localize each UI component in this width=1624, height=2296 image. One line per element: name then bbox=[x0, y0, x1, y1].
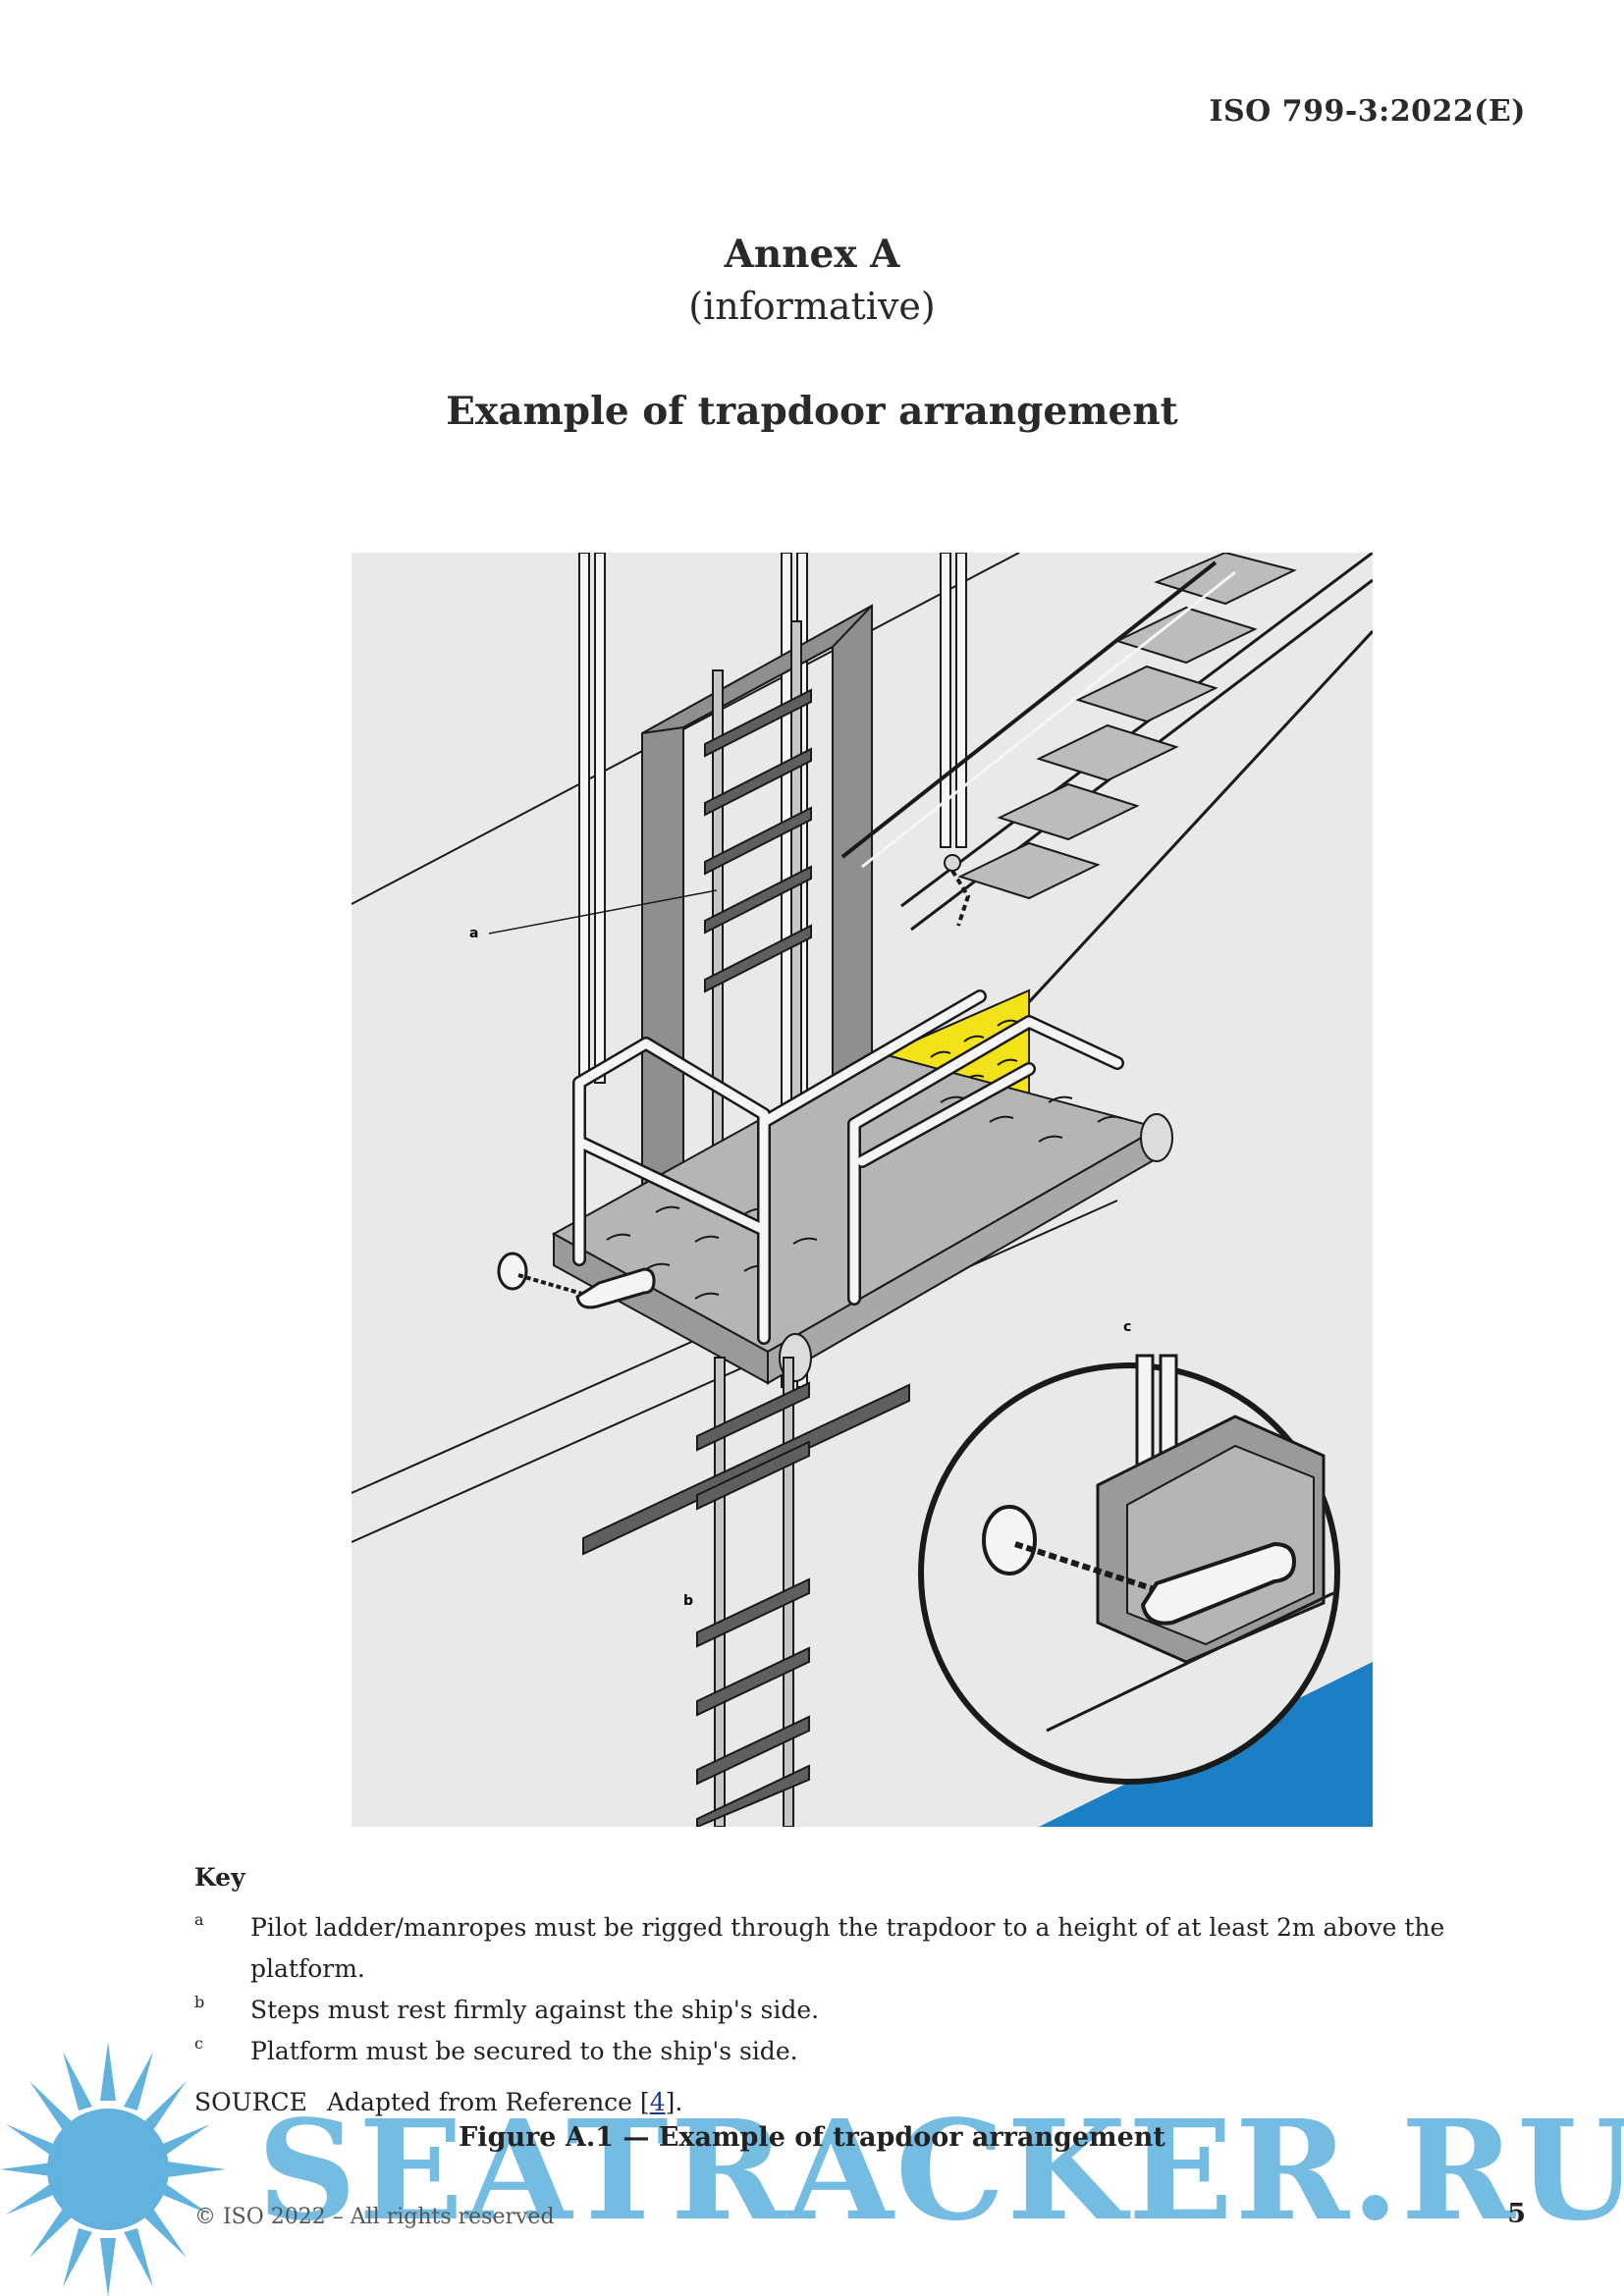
key-text: Platform must be secured to the ship's s… bbox=[250, 2037, 798, 2065]
annex-heading: Example of trapdoor arrangement bbox=[446, 389, 1178, 434]
document-id: ISO 799-3:2022(E) bbox=[1209, 94, 1526, 129]
trapdoor-illustration: a b c bbox=[352, 553, 1373, 1827]
key-letter: b bbox=[194, 1993, 205, 2011]
annex-subtitle: (informative) bbox=[688, 285, 936, 328]
detail-inset bbox=[918, 1354, 1340, 1785]
hull-line-top bbox=[352, 553, 1020, 905]
key-letter: c bbox=[194, 2034, 203, 2053]
figure-key: Key a Pilot ladder/manropes must be rigg… bbox=[194, 1863, 1520, 2116]
callout-a-label: a bbox=[469, 926, 478, 941]
callout-c-label: c bbox=[1123, 1319, 1131, 1335]
reference-link[interactable]: 4 bbox=[649, 2088, 666, 2116]
watermark-text: SEATRACKER.RU bbox=[257, 2091, 1624, 2252]
source-line: SOURCE Adapted from Reference [4]. bbox=[194, 2088, 1520, 2116]
hull-line-low bbox=[352, 1200, 1118, 1543]
key-item-a: a Pilot ladder/manropes must be rigged t… bbox=[194, 1907, 1520, 1990]
annex-title: Annex A bbox=[724, 232, 900, 277]
annex-header: Annex A (informative) Example of trapdoo… bbox=[0, 232, 1624, 434]
key-title: Key bbox=[194, 1863, 245, 1892]
key-text: Steps must rest firmly against the ship'… bbox=[250, 1996, 820, 2024]
key-item-c: c Platform must be secured to the ship's… bbox=[194, 2031, 1520, 2072]
source-label: SOURCE bbox=[194, 2088, 307, 2116]
copyright-footer: © ISO 2022 – All rights reserved bbox=[194, 2205, 555, 2229]
trapdoor-drawing: a b c bbox=[352, 553, 1373, 1827]
upper-ladder bbox=[704, 620, 812, 1221]
source-text: Adapted from Reference [ bbox=[327, 2088, 650, 2116]
page-number: 5 bbox=[1507, 2199, 1526, 2229]
callout-a-leader bbox=[488, 889, 718, 934]
securing-eye bbox=[497, 1252, 656, 1309]
lower-ladder bbox=[582, 1357, 910, 1827]
key-text: Pilot ladder/manropes must be rigged thr… bbox=[250, 1913, 1445, 1983]
accommodation-ladder bbox=[840, 553, 1373, 1032]
source-text-end: ]. bbox=[665, 2088, 683, 2116]
figure-caption: Figure A.1 — Example of trapdoor arrange… bbox=[459, 2122, 1165, 2153]
key-item-b: b Steps must rest firmly against the shi… bbox=[194, 1990, 1520, 2031]
key-letter: a bbox=[194, 1910, 204, 1929]
callout-b-label: b bbox=[683, 1593, 693, 1609]
